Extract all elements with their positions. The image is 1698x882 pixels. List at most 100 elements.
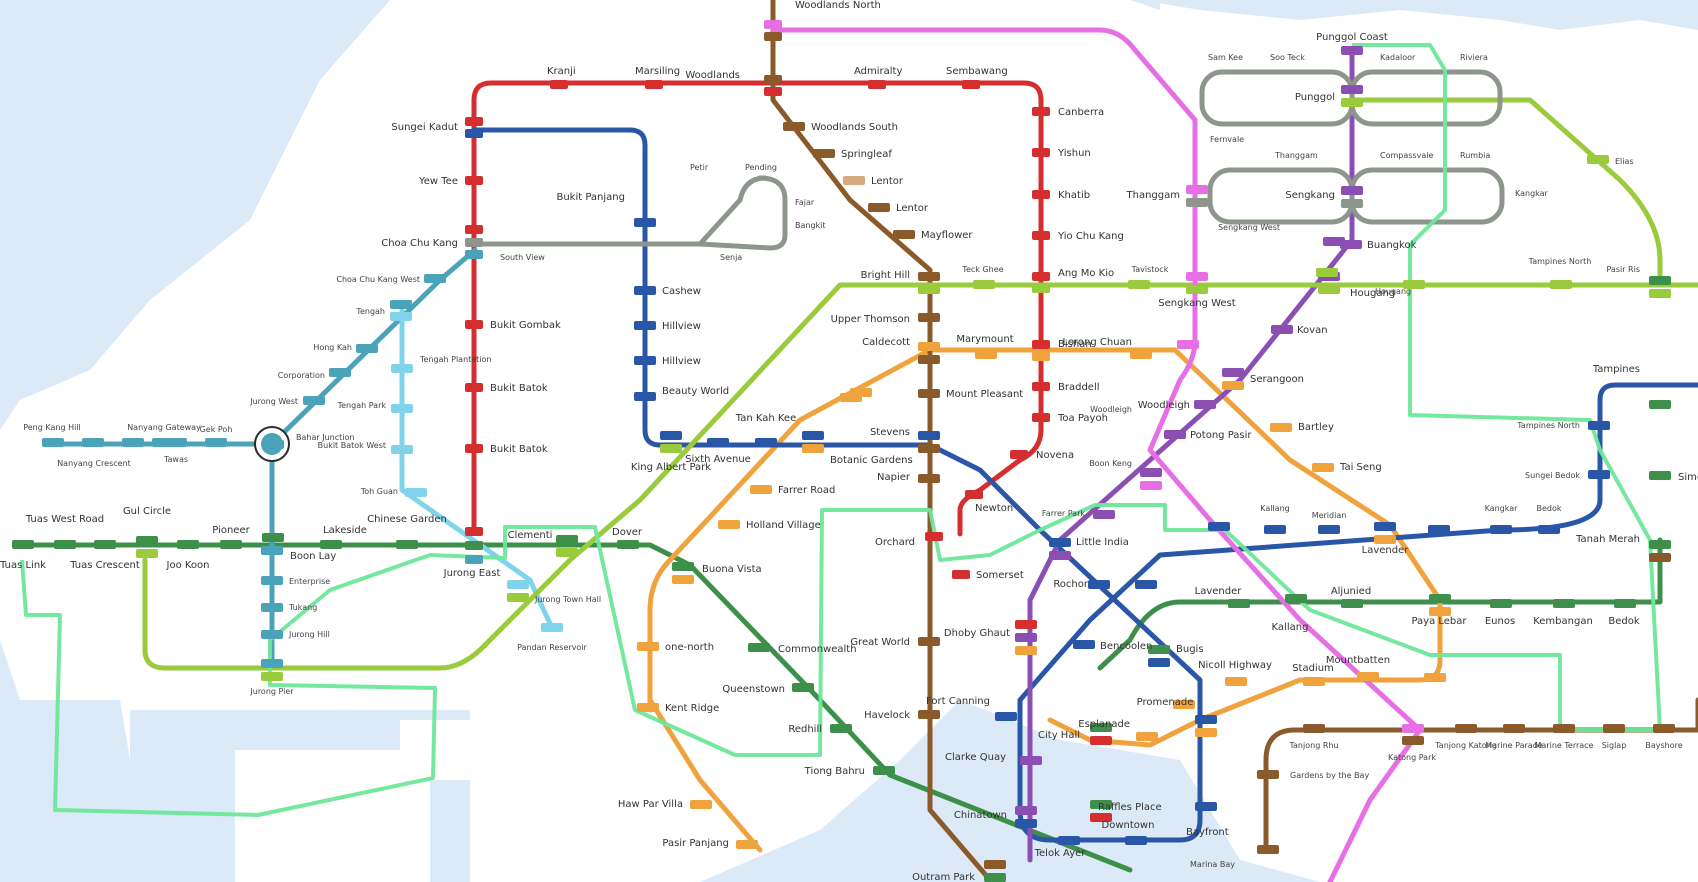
label-bp-4: Bangkit xyxy=(795,221,826,230)
marker-jurong-pier-crl xyxy=(261,672,283,681)
marker-yew-tee xyxy=(465,176,483,185)
marker-gul-circle xyxy=(136,536,158,545)
land-northeast xyxy=(1140,0,1698,30)
label-teck-ghee: Teck Ghee xyxy=(961,265,1003,274)
marker-tampines-north xyxy=(1550,280,1572,289)
marker-bugis xyxy=(1148,645,1170,654)
label-tuas-link: Tuas Link xyxy=(0,560,46,571)
marker-tengah xyxy=(390,300,412,309)
label-chinese-garden: Chinese Garden xyxy=(367,514,447,525)
marker-lorong-chuan xyxy=(1130,350,1152,359)
label-joo-koon: Joo Koon xyxy=(166,560,210,571)
label-bright-hill: Bright Hill xyxy=(861,270,910,281)
marker-nanyang-crescent xyxy=(82,438,104,447)
label-one-north: one-north xyxy=(665,642,714,653)
marker-tavistock xyxy=(1128,280,1150,289)
label-katong-park: Katong Park xyxy=(1388,753,1436,762)
marker-potong-pasir xyxy=(1164,430,1186,439)
label-jurong-hill: Jurong Hill xyxy=(288,630,330,639)
label-bp-3: Fajar xyxy=(795,198,815,207)
marker-tengah-park xyxy=(391,404,413,413)
label-woodleigh: Woodleigh xyxy=(1138,400,1190,411)
marker-downtown xyxy=(1125,836,1147,845)
label-simei: Simei xyxy=(1678,472,1698,483)
label-lrt-sk-1: Fernvale xyxy=(1210,135,1244,144)
label-braddell: Braddell xyxy=(1058,382,1100,393)
label-tengah-park: Tengah Park xyxy=(337,401,387,410)
label-beauty-world: Beauty World xyxy=(662,386,729,397)
label-eunos: Eunos xyxy=(1485,616,1515,627)
marker-kallang xyxy=(1285,594,1307,603)
marker-stevens xyxy=(918,431,940,440)
marker-tai-seng xyxy=(1312,463,1334,472)
label-fort-canning: Fort Canning xyxy=(926,696,990,707)
marker-fort-canning xyxy=(995,712,1017,721)
label-farrer-road: Farrer Road xyxy=(778,485,835,496)
marker-raffles-place xyxy=(1090,800,1112,809)
marker-dover xyxy=(617,540,639,549)
label-promenade: Promenade xyxy=(1137,697,1194,708)
marker-clementi xyxy=(556,535,578,544)
highlight-route xyxy=(20,43,1662,817)
label-khatib: Khatib xyxy=(1058,190,1090,201)
label-lavender: Lavender xyxy=(1195,586,1243,597)
marker-paya-lebar-ccl xyxy=(1429,607,1451,616)
label-sengkang-west: Sengkang West xyxy=(1218,223,1280,232)
label-lrt-sk-2: Thanggam xyxy=(1274,151,1318,160)
label-lentor: Lentor xyxy=(871,176,904,187)
label-nicoll-highway: Nicoll Highway xyxy=(1198,660,1272,671)
label-tengah: Tengah xyxy=(355,307,385,316)
marker-marine-parade xyxy=(1503,724,1525,733)
label-tanjong-katong: Tanjong Katong xyxy=(1434,741,1497,750)
label-tampines-west: Tampines North xyxy=(1516,421,1580,430)
marker-king-albert-park xyxy=(660,431,682,440)
marker-tampines-west xyxy=(1588,421,1610,430)
label-downtown: Downtown xyxy=(1102,820,1155,831)
label-hillview: Hillview xyxy=(662,321,701,332)
label-siglap: Siglap xyxy=(1602,741,1627,750)
label-cashew: Cashew xyxy=(662,286,701,297)
marker-yishun xyxy=(1032,148,1050,157)
marker-boon-lay xyxy=(262,533,284,542)
marker-choa-chu-kang xyxy=(465,225,483,234)
label-mountbatten: Mountbatten xyxy=(1326,655,1390,666)
marker-woodleigh xyxy=(1194,400,1216,409)
label-tengah-plantation: Tengah Plantation xyxy=(419,355,492,364)
marker-promenade-ccl xyxy=(1195,728,1217,737)
marker-ulu-pandan xyxy=(840,393,862,402)
label-bp-5: Senja xyxy=(720,253,742,262)
marker-pandan-reservoir xyxy=(541,623,563,632)
marker-bukit-gombak xyxy=(465,320,483,329)
marker-kovan xyxy=(1271,325,1293,334)
label-lrt-west-2: Soo Teck xyxy=(1270,53,1305,62)
label-gek-poh: Gek Poh xyxy=(200,425,233,434)
label-gul-circle: Gul Circle xyxy=(123,506,171,517)
marker-elias xyxy=(1587,155,1609,164)
marker-dhoby-ghaut-ccl xyxy=(1015,646,1037,655)
marker-botanic-gardens xyxy=(802,431,824,440)
marker-tuas-crescent xyxy=(94,540,116,549)
marker-jurong-pier xyxy=(261,659,283,668)
marker-marymount xyxy=(975,350,997,359)
label-bp-1: Petir xyxy=(690,163,709,172)
label-potong-pasir: Potong Pasir xyxy=(1190,430,1252,441)
marker-siglap xyxy=(1603,724,1625,733)
marker-braddell xyxy=(1032,382,1050,391)
marker-boon-keng-2 xyxy=(1140,481,1162,490)
label-bugis: Bugis xyxy=(1176,644,1204,655)
marker-sengkang xyxy=(1341,186,1363,195)
label-aljunied: Aljunied xyxy=(1331,586,1371,597)
label-lakeside: Lakeside xyxy=(323,525,367,536)
marker-bencoolen xyxy=(1073,640,1095,649)
label-sixth-avenue: Sixth Avenue xyxy=(685,454,751,465)
label-jurong-west: Jurong West xyxy=(249,397,298,406)
marker-gek-poh xyxy=(205,438,227,447)
label-holland-village: Holland Village xyxy=(746,520,821,531)
label-nanyang-gateway: Nanyang Gateway xyxy=(127,423,201,432)
label-jurong-pier: Jurong Pier xyxy=(249,687,294,696)
marker-farrer-road xyxy=(750,485,772,494)
marker-katong-park-tel xyxy=(1402,736,1424,745)
label-kallang: Kallang xyxy=(1272,622,1309,633)
marker-bendemeer xyxy=(1208,522,1230,531)
